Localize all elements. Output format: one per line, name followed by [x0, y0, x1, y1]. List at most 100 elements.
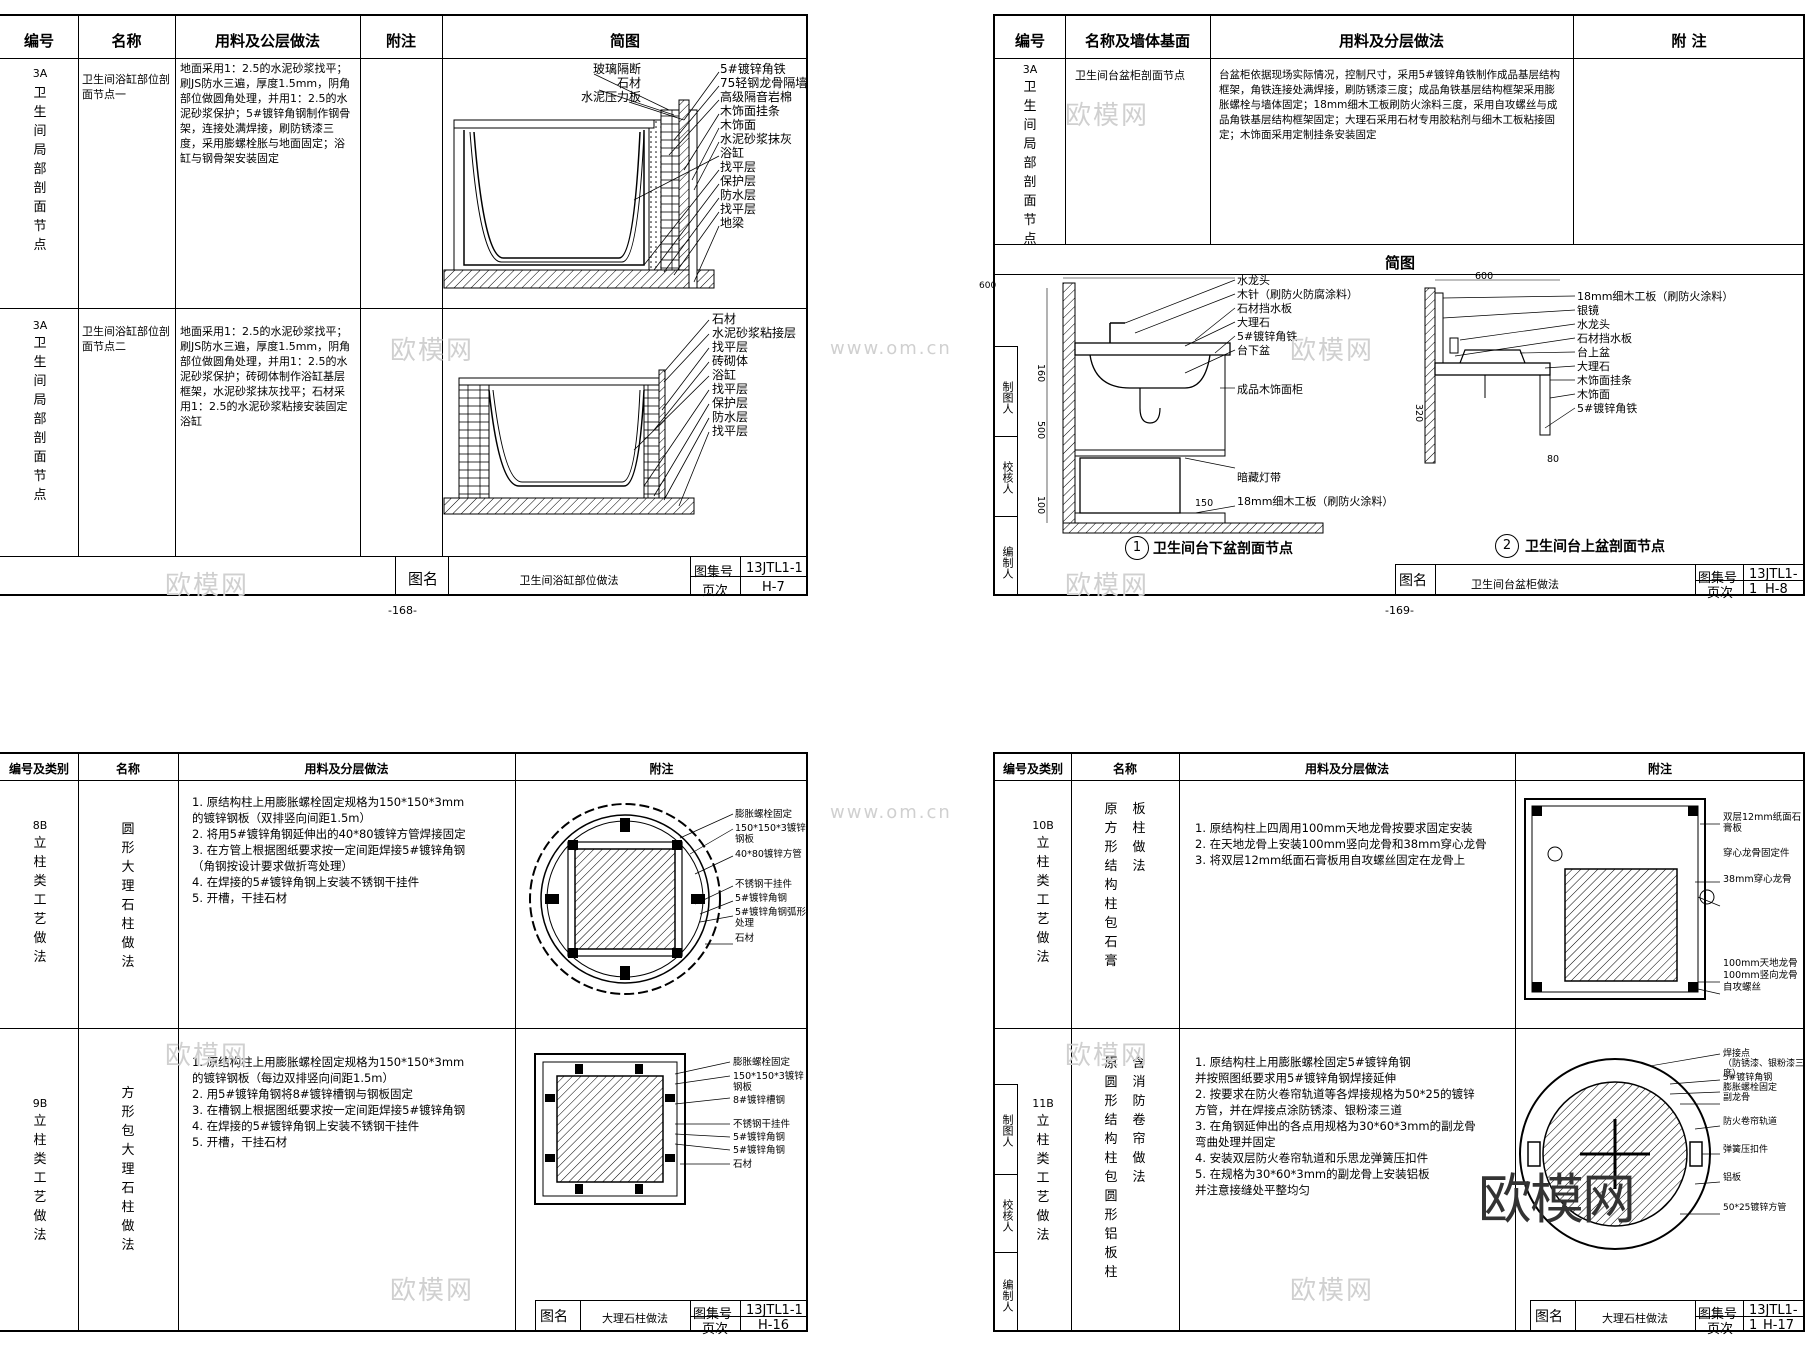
basin1-led-label: 暗藏灯带	[1237, 471, 1281, 484]
label: 自攻螺丝	[1723, 982, 1762, 993]
step: 1. 原结构柱上用膨胀螺栓固定规格为150*150*3mm	[192, 795, 465, 809]
label: 石材	[733, 1159, 753, 1170]
label: 水龙头	[1577, 318, 1610, 331]
round-column-section	[529, 803, 734, 995]
brand-watermark: 欧模网	[1478, 1168, 1636, 1231]
sheet-bathtub: 编号 名称 用料及公层做法 附注 简图 3A 卫生间局部剖面节点 卫生间浴缸部位…	[0, 14, 808, 599]
row2-category: 立柱类工艺做法	[33, 1114, 47, 1243]
label: 副龙骨	[1723, 1093, 1751, 1103]
atlas-label: 图集号	[694, 565, 734, 580]
watermark: 欧模网	[1065, 101, 1150, 131]
step: 5. 开槽，干挂石材	[192, 1135, 288, 1149]
page-label: 页次	[702, 584, 729, 599]
label: 膨胀螺栓固定	[733, 1057, 791, 1068]
atlas-label: 图集号	[1698, 1307, 1738, 1322]
row1-name-a: 原方形结构柱包石膏	[1104, 802, 1118, 969]
step: 的镀锌钢板（双排竖向间距1.5m）	[192, 811, 371, 825]
row1-category: 卫生间局部剖面节点	[33, 86, 47, 253]
label: 保护层	[720, 174, 757, 188]
label: 木针（刷防火防腐涂料）	[1237, 288, 1358, 301]
dim-600: 600	[979, 281, 997, 291]
atlas-label: 图集号	[693, 1307, 733, 1322]
step: 的镀锌钢板（每边双排竖向间距1.5m）	[192, 1071, 394, 1085]
label: 木饰面	[720, 118, 757, 132]
watermark: 欧模网	[165, 1041, 250, 1071]
row2-category: 卫生间局部剖面节点	[33, 336, 47, 503]
dim-100: 100	[1035, 496, 1046, 515]
row2-name: 卫生间浴缸部位剖面节点二	[82, 325, 170, 353]
header-name: 名称	[1112, 762, 1137, 776]
row1-steps: 1. 原结构柱上用膨胀螺栓固定规格为150*150*3mm 的镀锌钢板（双排竖向…	[192, 794, 512, 906]
row2-code: 9B	[32, 1097, 48, 1110]
dim-r-600: 600	[1475, 271, 1494, 282]
round-labels: 膨胀螺栓固定 150*150*3镀锌钢板 40*80镀锌方管 不锈钢干挂件 5#…	[735, 809, 807, 947]
step: 3. 在方管上根据图纸要求按一定间距焊接5#镀锌角钢	[192, 843, 466, 857]
step: 5. 在规格为30*60*3mm的副龙骨上安装铝板	[1195, 1167, 1430, 1181]
title-label: 图名	[1399, 573, 1427, 589]
step: 4. 安装双层防火卷帘轨道和乐思龙弹簧压扣件	[1195, 1151, 1429, 1165]
header-name: 名称	[115, 762, 140, 776]
bathtub1-right-labels: 5#镀锌角铁 75轻钢龙骨隔墙 高级隔音岩棉 木饰面挂条 木饰面 水泥砂浆抹灰 …	[720, 62, 807, 230]
label: 高级隔音岩棉	[720, 90, 793, 104]
page-label: 页次	[1707, 1322, 1734, 1337]
watermark-url: www.om.cn	[830, 338, 952, 359]
label: 浴缸	[720, 146, 745, 160]
square-labels: 膨胀螺栓固定 150*150*3镀锌钢板 8#镀锌槽钢 不锈钢干挂件 5#镀锌角…	[733, 1057, 807, 1173]
step: 1. 原结构柱上四周用100mm天地龙骨按要求固定安装	[1195, 821, 1473, 835]
row-name: 卫生间台盆柜剖面节点	[1075, 69, 1185, 82]
header-code: 编号及类别	[8, 762, 69, 776]
watermark: 欧模网	[1065, 1041, 1150, 1071]
step: 并注意接缝处平整均匀	[1195, 1183, 1310, 1197]
bathtub2-labels: 石材 水泥砂浆粘接层 找平层 砖砌体 浴缸 找平层 保护层 防水层 找平层	[712, 312, 796, 438]
label: 找平层	[720, 202, 757, 216]
label: 50*25镀锌方管	[1723, 1203, 1787, 1213]
label: 找平层	[712, 340, 749, 354]
label: 防火卷帘轨道	[1723, 1117, 1778, 1127]
stamp-draw: 制图人	[1001, 381, 1014, 414]
label: 100mm天地龙骨	[1723, 958, 1798, 969]
label: 5#镀锌角铁	[1577, 402, 1638, 415]
dim-160: 160	[1035, 364, 1046, 383]
step: （角钢按设计要求做折弯处理）	[192, 859, 353, 873]
label: 38mm穿心龙骨	[1723, 874, 1792, 885]
row-code: 3A	[1022, 63, 1038, 76]
row2-name-a: 原圆形结构柱包圆形铝板柱	[1104, 1056, 1118, 1280]
row1-method: 地面采用1：2.5的水泥砂浆找平；刷JS防水三遍，厚度1.5mm，阴角部位做圆角…	[180, 62, 351, 165]
label: 焊接点	[1723, 1049, 1751, 1059]
header-note: 附注	[1647, 762, 1672, 776]
page-code: H-7	[762, 580, 785, 595]
stamp-draw: 制图人	[1001, 1114, 1014, 1147]
atlas-number: 13JTL1-1	[1749, 567, 1798, 597]
label: 水龙头	[1237, 274, 1270, 287]
dim-r-80: 80	[1547, 454, 1560, 465]
label: 大理石	[1577, 360, 1610, 373]
label: 台上盆	[1577, 346, 1610, 359]
label: 台下盆	[1237, 344, 1270, 357]
basin2-labels: 18mm细木工板（刷防火涂料） 银镜 水龙头 石材挡水板 台上盆 大理石 木饰面…	[1577, 290, 1733, 416]
row2-code: 11B	[1032, 1097, 1054, 1110]
header-diagram: 简图	[609, 32, 640, 50]
row2-method: 地面采用1：2.5的水泥砂浆找平；刷JS防水三遍，厚度1.5mm，阴角部位做圆角…	[180, 325, 351, 428]
watermark-url: www.om.cn	[830, 802, 952, 823]
label: 找平层	[712, 424, 749, 438]
atlas-label: 图集号	[1698, 571, 1738, 586]
label: 水泥砂浆粘接层	[712, 326, 797, 340]
label: 5#镀锌角钢	[735, 893, 788, 904]
label: 防水层	[720, 188, 757, 202]
label: 大理石	[1237, 316, 1270, 329]
step: 并按照图纸要求用5#镀锌角钢焊接延伸	[1195, 1071, 1396, 1085]
basin-over-section	[1424, 279, 1576, 464]
step: 1. 原结构柱上用膨胀螺栓固定规格为150*150*3mm	[192, 1055, 465, 1069]
step: 3. 在角钢延伸出的各点用规格为30*60*3mm的副龙骨	[1195, 1119, 1476, 1133]
drawing-title: 大理石柱做法	[1602, 1312, 1668, 1325]
label: 5#镀锌角钢	[733, 1145, 786, 1156]
label: 18mm细木工板（刷防火涂料）	[1577, 290, 1734, 303]
row2-steps: 1. 原结构柱上用膨胀螺栓固定规格为150*150*3mm 的镀锌钢板（每边双排…	[192, 1054, 512, 1150]
label: 双层12mm纸面石膏板	[1723, 812, 1802, 834]
gypsum-labels: 双层12mm纸面石膏板 穿心龙骨固定件 38mm穿心龙骨 100mm天地龙骨 1…	[1723, 812, 1803, 994]
title-label: 图名	[408, 570, 439, 588]
label: 5#镀锌角钢	[733, 1132, 786, 1143]
header-method: 用料及分层做法	[1304, 762, 1389, 776]
watermark: 欧模网	[390, 1276, 475, 1306]
row1-code: 3A	[32, 67, 48, 80]
